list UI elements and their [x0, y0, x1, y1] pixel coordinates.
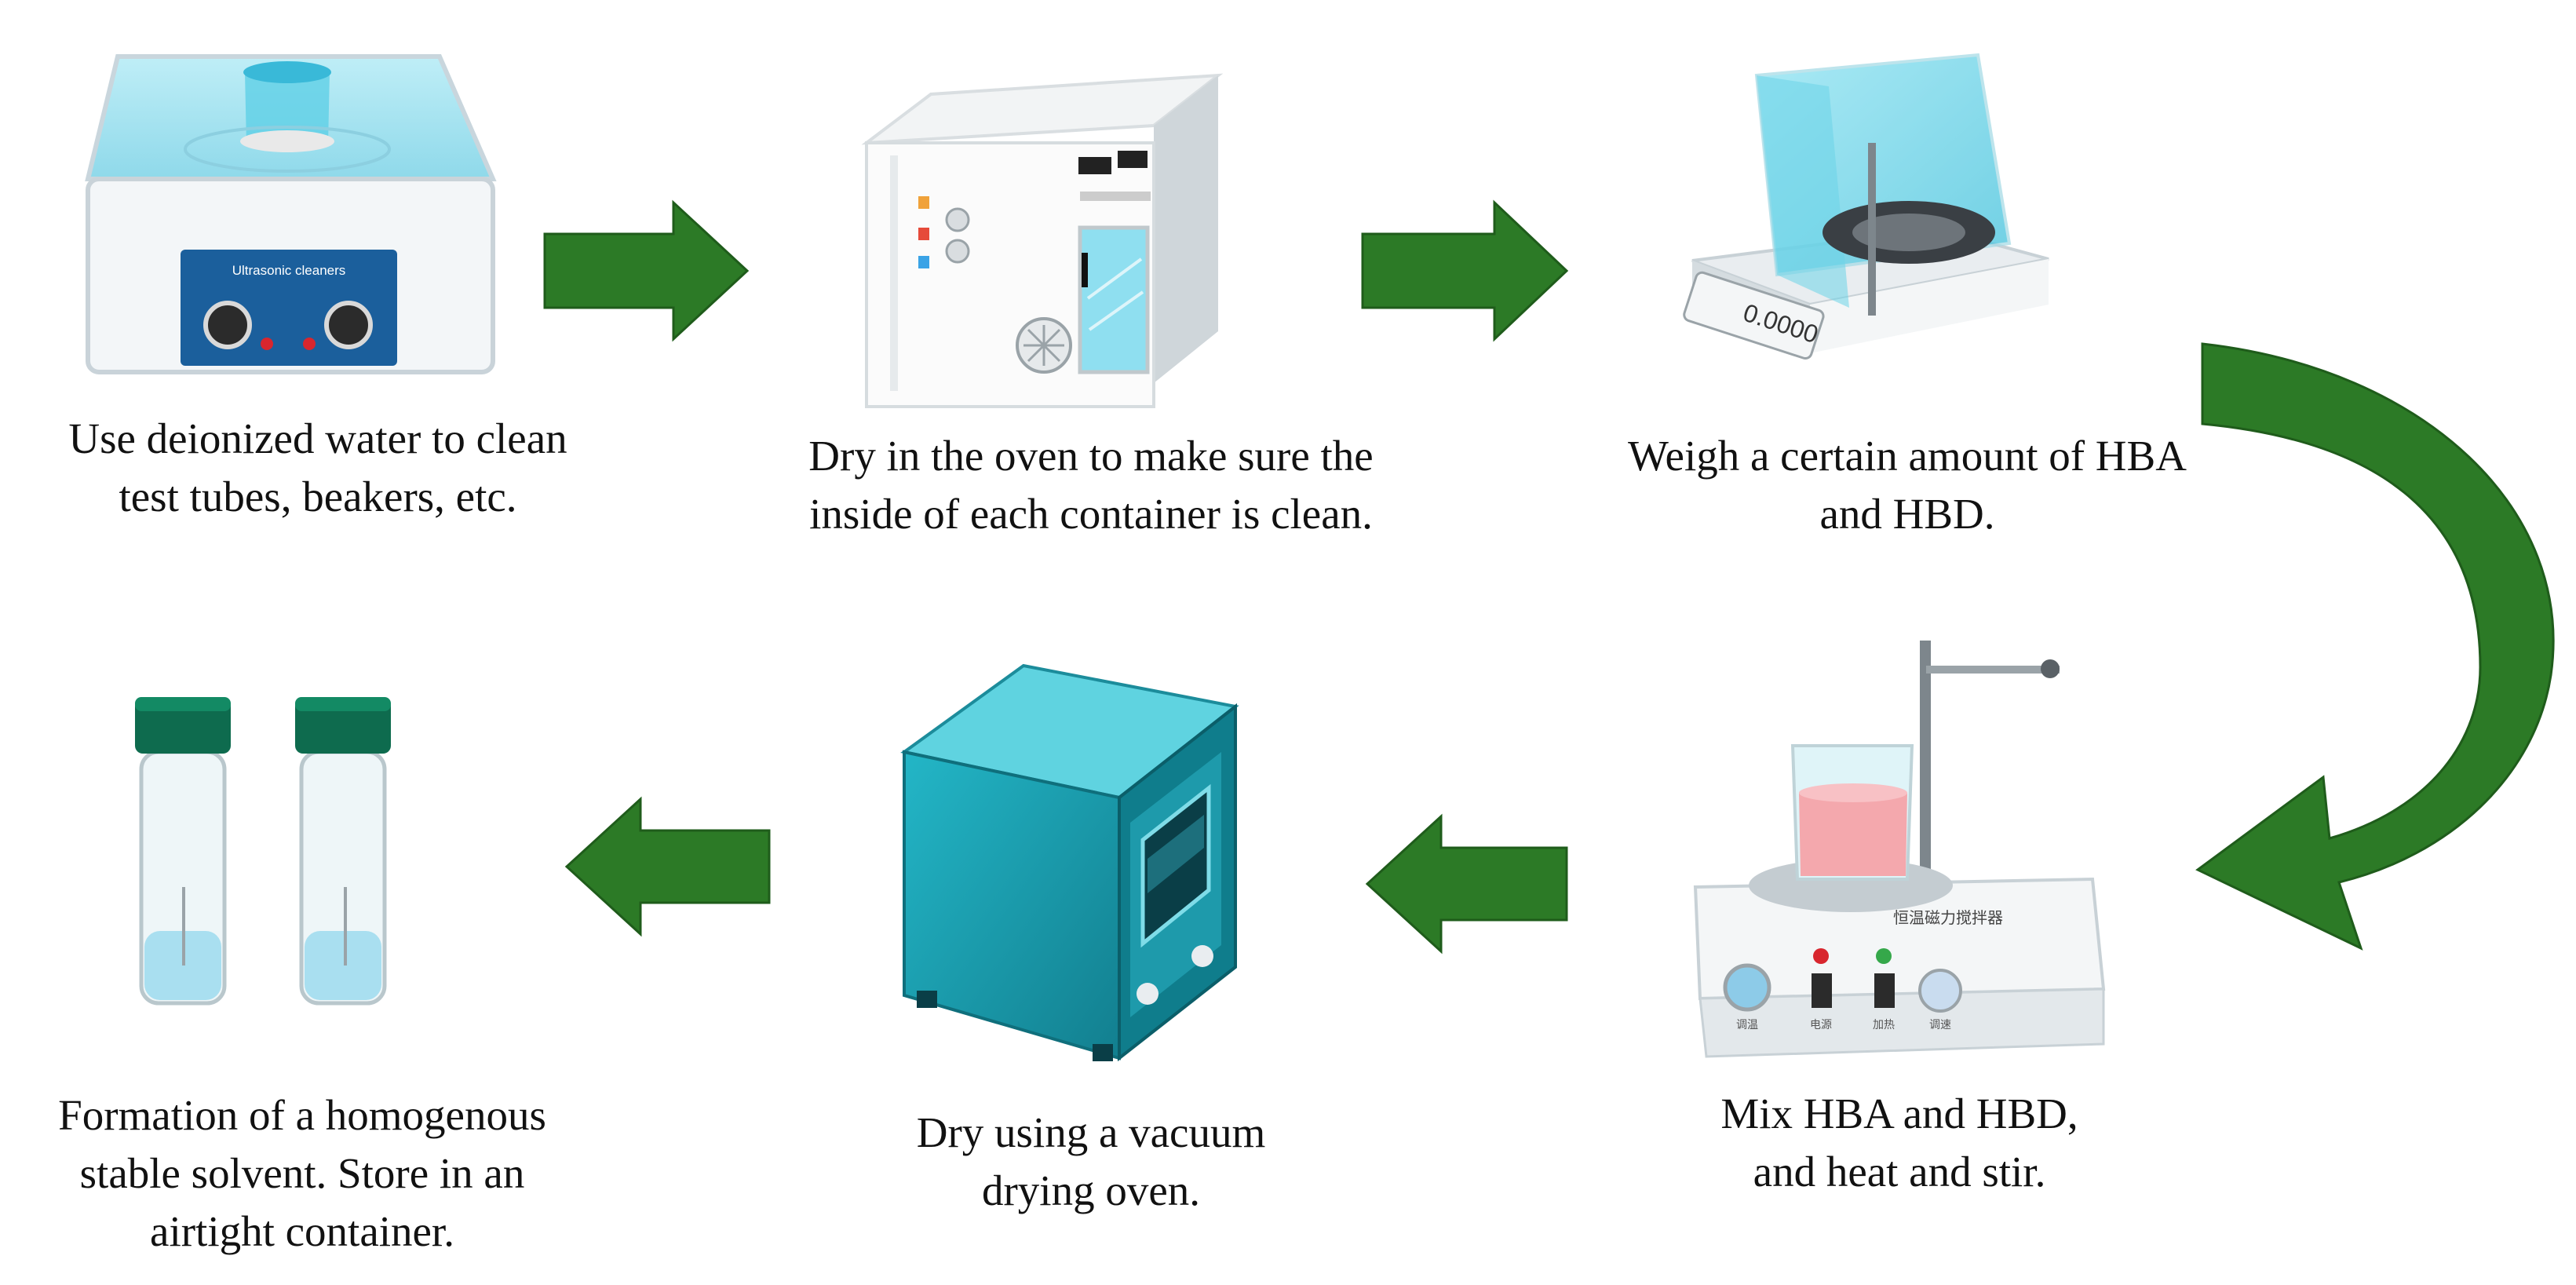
- caption-step1: Use deionized water to clean test tubes,…: [16, 410, 620, 526]
- caption-step6-line1: Formation of a homogenous: [58, 1091, 546, 1139]
- caption-step4-line2: and heat and stir.: [1753, 1148, 2046, 1196]
- arrow-step4-to-step5: [1365, 813, 1568, 955]
- stirrer-knob-label-4: 调速: [1929, 1018, 1951, 1031]
- vacuum-drying-oven-icon: [900, 663, 1239, 1062]
- stirrer-knob-label-1: 调温: [1736, 1018, 1758, 1031]
- ultrasonic-panel-label: Ultrasonic cleaners: [232, 263, 346, 278]
- magnetic-stirrer-hotplate-icon: 恒温磁力搅拌器 调温 电源 加热 调速: [1693, 641, 2106, 1058]
- caption-step3: Weigh a certain amount of HBA and HBD.: [1562, 427, 2253, 543]
- arrow-step2-to-step3: [1361, 199, 1569, 342]
- caption-step5-line1: Dry using a vacuum: [916, 1108, 1266, 1156]
- analytical-balance-icon: 0.0000: [1683, 53, 2049, 360]
- caption-step3-line2: and HBD.: [1819, 490, 1995, 538]
- caption-step6-line3: airtight container.: [150, 1207, 454, 1255]
- stirrer-knob-label-3: 加热: [1873, 1018, 1895, 1031]
- caption-step4-line1: Mix HBA and HBD,: [1720, 1090, 2078, 1137]
- caption-step5-line2: drying oven.: [981, 1166, 1200, 1214]
- arrow-step3-to-step4-curved: [2195, 342, 2555, 951]
- drying-oven-icon: [861, 73, 1224, 408]
- caption-step6-line2: stable solvent. Store in an: [79, 1149, 525, 1197]
- stirrer-knob-label-2: 电源: [1810, 1018, 1832, 1031]
- caption-step6: Formation of a homogenous stable solvent…: [0, 1086, 604, 1261]
- caption-step3-line1: Weigh a certain amount of HBA: [1628, 432, 2187, 480]
- ultrasonic-cleaner-icon: Ultrasonic cleaners: [85, 54, 497, 374]
- caption-step4: Mix HBA and HBD, and heat and stir.: [1633, 1085, 2166, 1201]
- caption-step2: Dry in the oven to make sure the inside …: [738, 427, 1444, 543]
- caption-step5: Dry using a vacuum drying oven.: [816, 1104, 1366, 1220]
- caption-step2-line2: inside of each container is clean.: [809, 490, 1373, 538]
- caption-step1-line2: test tubes, beakers, etc.: [119, 473, 517, 520]
- caption-step1-line1: Use deionized water to clean: [68, 414, 567, 462]
- arrow-step5-to-step6: [564, 796, 771, 937]
- arrow-step1-to-step2: [543, 199, 750, 342]
- caption-step2-line1: Dry in the oven to make sure the: [808, 432, 1374, 480]
- sample-vials-icon: [135, 697, 391, 1006]
- stirrer-panel-label: 恒温磁力搅拌器: [1893, 909, 2003, 927]
